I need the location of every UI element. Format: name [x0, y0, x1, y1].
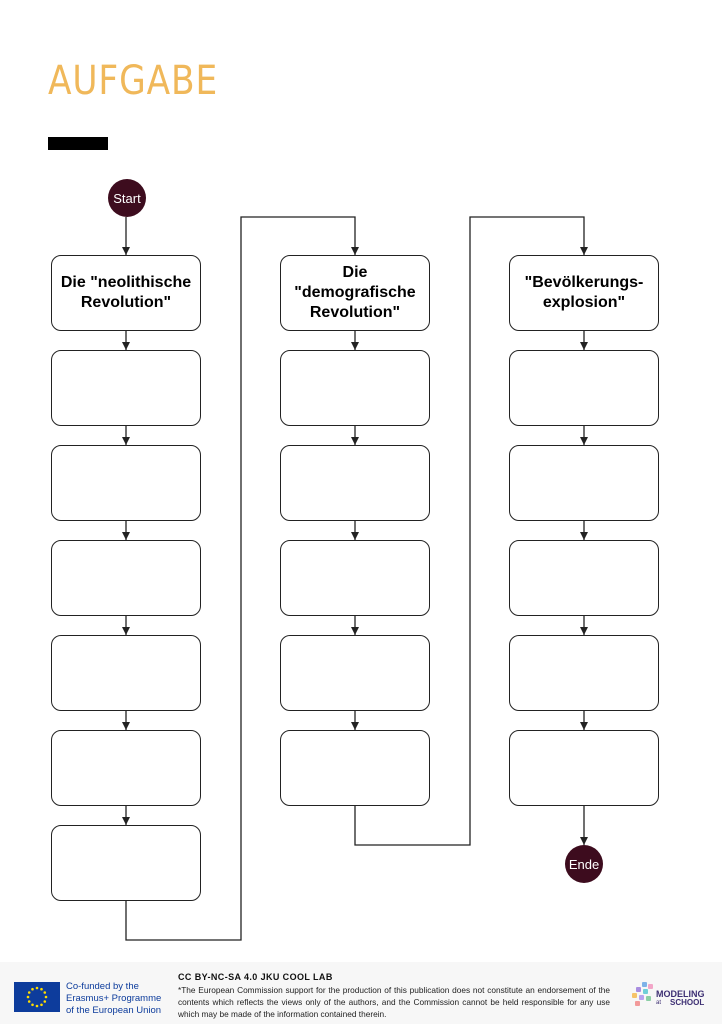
start-node: Start	[108, 179, 146, 217]
eu-funding-text: Co-funded by the Erasmus+ Programme of t…	[66, 981, 162, 1016]
answer-box[interactable]	[51, 730, 201, 806]
flowchart-connectors	[122, 216, 588, 941]
arrowhead	[351, 342, 359, 350]
connector-line	[354, 216, 585, 846]
eu-star	[43, 1000, 47, 1003]
answer-box[interactable]	[51, 445, 201, 521]
answer-box[interactable]	[51, 350, 201, 426]
page-title: AUFGABE	[48, 58, 219, 104]
footer: Co-funded by the Erasmus+ Programme of t…	[0, 962, 722, 1024]
arrowhead	[580, 247, 588, 255]
answer-box[interactable]	[280, 445, 430, 521]
eu-star	[44, 995, 48, 999]
arrowhead	[122, 817, 130, 825]
answer-box[interactable]	[509, 730, 659, 806]
arrowhead	[351, 437, 359, 445]
arrowhead	[122, 722, 130, 730]
arrowhead	[580, 627, 588, 635]
arrowhead	[122, 532, 130, 540]
answer-box[interactable]	[509, 445, 659, 521]
eu-star	[26, 995, 30, 999]
disclaimer-text: *The European Commission support for the…	[178, 985, 610, 1019]
connector-line	[125, 216, 356, 941]
answer-box[interactable]	[509, 540, 659, 616]
title-underline-bar	[48, 137, 108, 150]
eu-star	[35, 1004, 39, 1008]
arrowhead	[122, 627, 130, 635]
eu-star	[40, 1003, 43, 1007]
arrowhead	[122, 437, 130, 445]
logo-at: at	[656, 1000, 662, 1006]
eu-star	[43, 991, 47, 994]
column-2-heading-box: Die "demografische Revolution"	[280, 255, 430, 331]
arrowhead	[580, 837, 588, 845]
answer-box[interactable]	[51, 540, 201, 616]
column-1-heading-box: Die "neolithische Revolution"	[51, 255, 201, 331]
arrowhead	[580, 437, 588, 445]
eu-star	[40, 987, 43, 991]
column-3-heading-box: "Bevölkerungs- explosion"	[509, 255, 659, 331]
answer-box[interactable]	[509, 635, 659, 711]
arrowhead	[580, 532, 588, 540]
eu-star	[27, 1000, 31, 1003]
column-heading-text: "Bevölkerungs- explosion"	[524, 274, 644, 311]
answer-box[interactable]	[51, 635, 201, 711]
arrowhead	[351, 627, 359, 635]
logo-school: SCHOOL	[670, 998, 705, 1007]
modeling-at-school-logo: MODELING at SCHOOL	[630, 978, 710, 1018]
arrowhead	[580, 342, 588, 350]
arrowhead	[351, 247, 359, 255]
eu-flag-icon	[14, 982, 60, 1012]
answer-box[interactable]	[280, 350, 430, 426]
eu-star	[31, 1003, 34, 1007]
logo-dots-icon	[632, 982, 653, 1006]
eu-star	[31, 987, 34, 991]
arrowhead	[580, 722, 588, 730]
column-heading-text: Die "demografische Revolution"	[294, 264, 416, 321]
arrowhead	[351, 532, 359, 540]
answer-box[interactable]	[509, 350, 659, 426]
arrowhead	[122, 247, 130, 255]
column-heading-text: Die "neolithische Revolution"	[60, 274, 192, 311]
license-title: CC BY-NC-SA 4.0 JKU COOL LAB	[178, 972, 333, 982]
answer-box[interactable]	[280, 730, 430, 806]
answer-box[interactable]	[280, 540, 430, 616]
end-node: Ende	[565, 845, 603, 883]
eu-star	[35, 986, 39, 990]
arrowhead	[351, 722, 359, 730]
arrowhead	[122, 342, 130, 350]
logo-name: MODELING	[656, 989, 705, 999]
answer-box[interactable]	[280, 635, 430, 711]
answer-box[interactable]	[51, 825, 201, 901]
eu-star	[27, 991, 31, 994]
